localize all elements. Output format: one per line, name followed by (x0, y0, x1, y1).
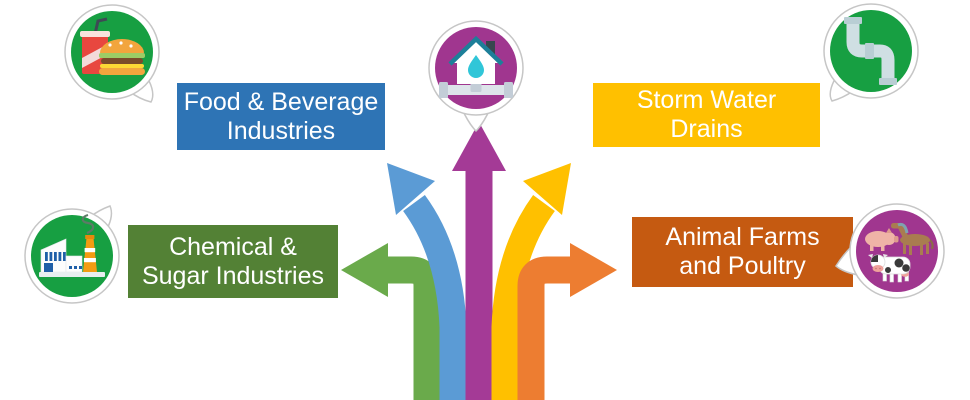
house-drain-icon (439, 35, 513, 98)
bubble-sewage-pipe (823, 3, 919, 102)
node-food-beverage-industries: Food & Beverage Industries (177, 83, 385, 150)
label-line: Drains (670, 115, 743, 143)
label-line: Chemical & (169, 232, 297, 261)
bubble-factory (24, 205, 120, 304)
node-animal-farms-poultry: Animal Farms and Poultry (632, 217, 853, 287)
arrow-up (452, 122, 506, 400)
farm-animals-icon (865, 222, 934, 283)
label-line: Storm Water (636, 86, 777, 114)
label-line: Animal Farms (665, 223, 820, 251)
cow-icon (868, 254, 911, 283)
node-storm-water-drains: Storm Water Drains (593, 83, 820, 147)
arrow-left (341, 243, 441, 400)
node-chemical-sugar-industries: Chemical & Sugar Industries (128, 225, 338, 298)
label-line: and Poultry (679, 252, 806, 280)
pig-icon (865, 228, 899, 251)
label-line: Food & Beverage (183, 87, 379, 116)
factory-icon (39, 213, 105, 277)
label-line: Sugar Industries (141, 261, 325, 290)
bubble-house-drain (428, 20, 524, 133)
arrow-right (517, 243, 617, 400)
horse-icon (891, 222, 934, 255)
sewage-pipe-icon (844, 17, 897, 85)
fast-food-icon (80, 17, 145, 75)
bubble-fast-food (64, 4, 160, 103)
arrow-up-right (491, 163, 571, 400)
arrow-up-left (387, 163, 467, 400)
bubble-farm-animals (835, 203, 945, 299)
label-line: Industries (226, 116, 336, 145)
